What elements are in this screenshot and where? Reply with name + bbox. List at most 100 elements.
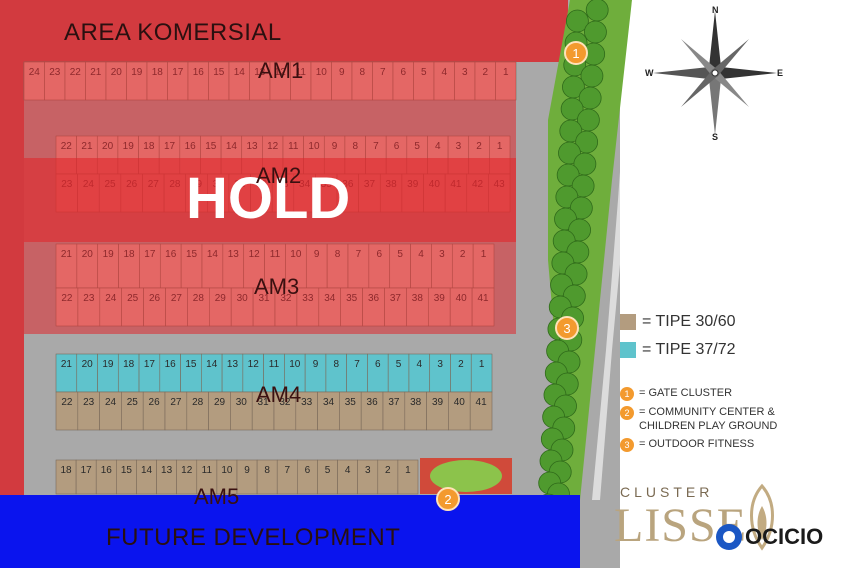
plot-number: 31 xyxy=(258,397,270,408)
plot-number: 3 xyxy=(365,465,371,476)
plot-number: 24 xyxy=(105,397,117,408)
plot-number: 10 xyxy=(289,359,301,370)
legend-facility-community: 2 = COMMUNITY CENTER & CHILDREN PLAY GRO… xyxy=(620,405,840,433)
zone-label-am3: AM3 xyxy=(254,274,299,299)
plot-number: 6 xyxy=(375,359,381,370)
plot-number: 20 xyxy=(82,359,94,370)
plot-number: 16 xyxy=(101,465,113,476)
plot-number: 4 xyxy=(417,359,423,370)
facility-badge-3: 3 xyxy=(620,438,634,452)
plot-number: 10 xyxy=(221,465,233,476)
plot-number: 39 xyxy=(432,397,444,408)
zone-label-am4: AM4 xyxy=(256,382,301,407)
compass-north: N xyxy=(712,5,719,15)
plot-number: 3 xyxy=(437,359,443,370)
facility-badge-2: 2 xyxy=(620,406,634,420)
plot-am5-1[interactable] xyxy=(397,459,419,495)
plot-number: 26 xyxy=(149,397,161,408)
plot-number: 5 xyxy=(396,359,402,370)
plot-number: 13 xyxy=(161,465,173,476)
plot-number: 34 xyxy=(323,397,335,408)
plot-number: 7 xyxy=(284,465,290,476)
plot-number: 17 xyxy=(144,359,156,370)
commercial-area xyxy=(0,0,568,62)
zone-label-am1: AM1 xyxy=(258,58,303,83)
plot-number: 8 xyxy=(334,359,340,370)
future-development-area xyxy=(0,495,580,568)
plot-number: 22 xyxy=(61,397,73,408)
compass-east: E xyxy=(777,68,783,78)
future-development-label: FUTURE DEVELOPMENT xyxy=(106,524,400,551)
plot-number: 11 xyxy=(202,465,213,476)
watermark-text: OCICIO xyxy=(745,524,824,549)
plot-number: 4 xyxy=(345,465,351,476)
facility-label-fitness: = OUTDOOR FITNESS xyxy=(639,438,755,450)
plot-number: 18 xyxy=(60,465,72,476)
plot-number: 38 xyxy=(410,397,422,408)
marker-community-center[interactable]: 2 xyxy=(436,487,460,511)
facility-label-community: = COMMUNITY CENTER & CHILDREN PLAY GROUN… xyxy=(639,406,778,432)
plot-number: 8 xyxy=(264,465,270,476)
facility-label-gate: = GATE CLUSTER xyxy=(639,387,733,399)
plot-number: 27 xyxy=(170,397,182,408)
plot-number: 6 xyxy=(305,465,311,476)
plot-number: 17 xyxy=(81,465,93,476)
brand-cluster-word: CLUSTER xyxy=(620,484,714,500)
legend: = TIPE 30/60 = TIPE 37/72 1 = GATE CLUST… xyxy=(620,308,840,452)
legend-label-tipe-37-72: = TIPE 37/72 xyxy=(642,341,736,358)
watermark-logo-icon xyxy=(716,524,742,550)
tree-group xyxy=(536,0,609,517)
zone-label-am5: AM5 xyxy=(194,484,239,509)
plot-number: 15 xyxy=(121,465,133,476)
plot-number: 14 xyxy=(206,359,218,370)
legend-swatch-tipe-37-72 xyxy=(620,342,636,358)
legend-label-tipe-30-60: = TIPE 30/60 xyxy=(642,313,736,330)
plot-number: 15 xyxy=(185,359,197,370)
plot-number: 9 xyxy=(313,359,319,370)
plot-number: 35 xyxy=(345,397,357,408)
legend-facility-fitness: 3 = OUTDOOR FITNESS xyxy=(620,437,840,452)
marker-outdoor-fitness[interactable]: 3 xyxy=(555,316,579,340)
tree-icon xyxy=(585,0,609,22)
plot-number: 12 xyxy=(181,465,193,476)
tree-icon xyxy=(584,20,607,44)
plot-number: 14 xyxy=(141,465,153,476)
plot-number: 1 xyxy=(479,359,485,370)
commercial-area-left xyxy=(0,0,24,495)
legend-row-tipe-30-60: = TIPE 30/60 xyxy=(620,308,840,336)
plot-number: 11 xyxy=(269,359,280,370)
zone-label-am2: AM2 xyxy=(256,163,301,188)
facility-badge-1: 1 xyxy=(620,387,634,401)
plot-number: 13 xyxy=(227,359,239,370)
plot-number: 40 xyxy=(454,397,466,408)
legend-swatch-tipe-30-60 xyxy=(620,314,636,330)
plot-number: 29 xyxy=(214,397,226,408)
plot-number: 2 xyxy=(458,359,464,370)
plot-number: 9 xyxy=(244,465,250,476)
plot-number: 23 xyxy=(83,397,95,408)
plot-number: 1 xyxy=(405,465,411,476)
lotus-icon xyxy=(750,483,774,551)
hold-label: HOLD xyxy=(186,166,350,231)
plot-number: 41 xyxy=(476,397,488,408)
plot-number: 30 xyxy=(236,397,248,408)
plot-number: 7 xyxy=(354,359,360,370)
marker-gate-cluster[interactable]: 1 xyxy=(564,41,588,65)
plot-number: 12 xyxy=(248,359,260,370)
plot-am4-41[interactable] xyxy=(469,391,493,431)
watermark: OCICIO xyxy=(716,524,823,550)
legend-row-tipe-37-72: = TIPE 37/72 xyxy=(620,336,840,364)
legend-facility-gate: 1 = GATE CLUSTER xyxy=(620,386,840,401)
plot-number: 19 xyxy=(102,359,114,370)
compass-west: W xyxy=(645,68,654,78)
plot-number: 36 xyxy=(367,397,379,408)
plot-number: 18 xyxy=(123,359,135,370)
compass-icon: N S W E xyxy=(645,5,783,142)
plot-number: 5 xyxy=(325,465,331,476)
plot-number: 25 xyxy=(127,397,139,408)
